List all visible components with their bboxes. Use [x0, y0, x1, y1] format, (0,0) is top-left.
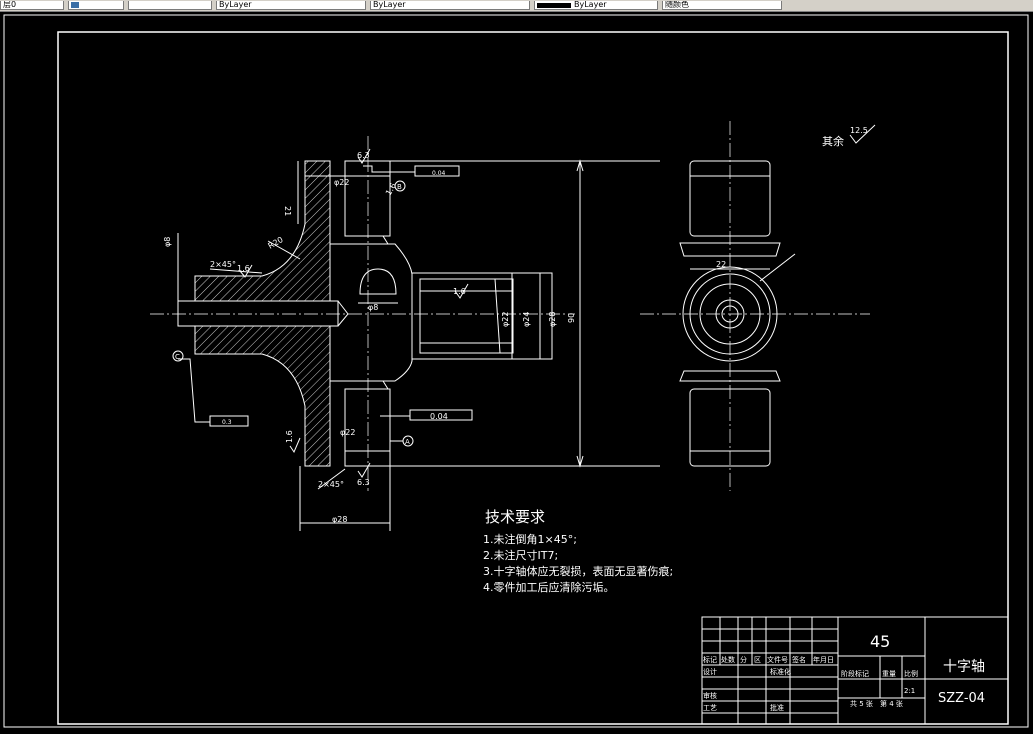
- dim-roughness-top: 6.3: [357, 151, 370, 160]
- tb-approve: 批准: [770, 703, 784, 712]
- drawing-canvas[interactable]: 其余 12.5 6.3 6.3 φ22 φ22 0.04 0.04 21 R20…: [0, 11, 1033, 734]
- properties-toolbar: 层0 ByLayer ByLayer ByLayer 随颜色: [0, 0, 1033, 12]
- tb-header-1: 处数: [721, 655, 735, 664]
- lineweight-dropdown[interactable]: ByLayer: [534, 1, 658, 10]
- sheet-outer-border: [3, 14, 1029, 728]
- datum-c: C: [175, 353, 180, 361]
- tb-review: 审核: [703, 691, 717, 700]
- dim-dia22-bottom: φ22: [340, 428, 355, 437]
- tb-weight: 重量: [882, 670, 896, 678]
- technical-requirements: 技术要求 1.未注倒角1×45°; 2.未注尺寸IT7; 3.十字轴体应无裂损，…: [483, 508, 673, 594]
- tech-req-item: 2.未注尺寸IT7;: [483, 548, 558, 562]
- tech-req-item: 1.未注倒角1×45°;: [483, 532, 577, 546]
- tb-header-3: 区: [754, 656, 761, 664]
- tb-standardize: 标准化: [770, 667, 791, 676]
- dim-dia22-top: φ22: [334, 178, 349, 187]
- color-dropdown[interactable]: ByLayer: [216, 1, 366, 10]
- tb-header-6: 年月日: [813, 655, 834, 664]
- title-block-text: 45 十字轴 SZZ-04 2:1 标记 处数 分 区 文件号 签名 年月日 设…: [703, 632, 985, 712]
- layer-tools[interactable]: [68, 1, 124, 10]
- tb-ratio: 比例: [904, 669, 918, 678]
- dim-dia28-bottom: φ28: [332, 515, 347, 524]
- linetype-dropdown[interactable]: ByLayer: [370, 1, 530, 10]
- dim-dia8-left: φ8: [163, 237, 172, 247]
- lineweight-swatch-icon: [537, 3, 571, 8]
- linetype-value: ByLayer: [373, 1, 406, 9]
- material: 45: [870, 632, 890, 651]
- layer-icon: [71, 2, 79, 8]
- part-number: SZZ-04: [938, 691, 985, 706]
- sheet-inner-border: [57, 31, 1009, 725]
- surface-finish-label: 其余: [822, 134, 844, 148]
- layer-dropdown[interactable]: 层0: [0, 1, 64, 10]
- dim-dia8: φ8: [368, 303, 378, 312]
- dim-22-side: 22: [716, 260, 726, 269]
- tb-sheet-no: 第 4 张: [880, 699, 903, 708]
- color-value: ByLayer: [219, 1, 252, 9]
- tb-header-2: 分: [740, 655, 747, 664]
- dim-roughness-bottom: 6.3: [357, 478, 370, 487]
- tech-req-title: 技术要求: [485, 508, 545, 526]
- tb-process: 工艺: [703, 704, 717, 712]
- dim-chamfer-left: 2×45°: [210, 260, 236, 269]
- section-view: [150, 136, 660, 531]
- surface-finish-note: 其余 12.5: [822, 124, 876, 148]
- dim-len21: 21: [283, 206, 292, 216]
- dim-dia24: φ24: [522, 312, 531, 327]
- lineweight-value: ByLayer: [574, 1, 607, 9]
- datum-a: A: [405, 438, 410, 446]
- tb-header-4: 文件号: [767, 655, 788, 664]
- tech-req-item: 4.零件加工后应清除污垢。: [483, 580, 615, 594]
- plotstyle-dropdown[interactable]: 随颜色: [662, 1, 782, 10]
- tb-design: 设计: [703, 667, 717, 676]
- dim-chamfer-bottom: 2×45°: [318, 480, 344, 489]
- dim-len90: 90: [567, 313, 576, 323]
- scale: 2:1: [904, 687, 915, 695]
- dim-rough16-a: 1.6: [237, 264, 250, 273]
- dim-dia22-right: φ22: [501, 312, 510, 327]
- title-block: [701, 616, 1009, 725]
- datum-b: B: [397, 183, 402, 191]
- tb-header-0: 标记: [703, 655, 717, 664]
- tb-sheets: 共 5 张: [850, 699, 873, 708]
- dim-rough16-b: 1.6: [453, 287, 466, 296]
- surface-finish-value: 12.5: [850, 126, 868, 135]
- dim-rough16-d: 1.6: [285, 430, 294, 443]
- dim-tol-top: 0.04: [432, 170, 446, 177]
- dimension-labels: 6.3 6.3 φ22 φ22 0.04 0.04 21 R20 2×45° 2…: [163, 151, 726, 524]
- tb-header-5: 签名: [792, 655, 806, 664]
- end-view: [640, 121, 870, 491]
- tech-req-item: 3.十字轴体应无裂损，表面无显著伤痕;: [483, 564, 673, 578]
- dim-tol-bottom: 0.04: [430, 412, 448, 421]
- layer-value: 层0: [3, 1, 17, 9]
- dim-dia28-right: φ28: [548, 312, 557, 327]
- plotstyle-value: 随颜色: [665, 1, 689, 9]
- dim-tol-left: 0.3: [222, 419, 232, 426]
- tb-stage-mark: 阶段标记: [841, 669, 869, 678]
- part-name: 十字轴: [943, 659, 985, 675]
- blank-field[interactable]: [128, 1, 212, 10]
